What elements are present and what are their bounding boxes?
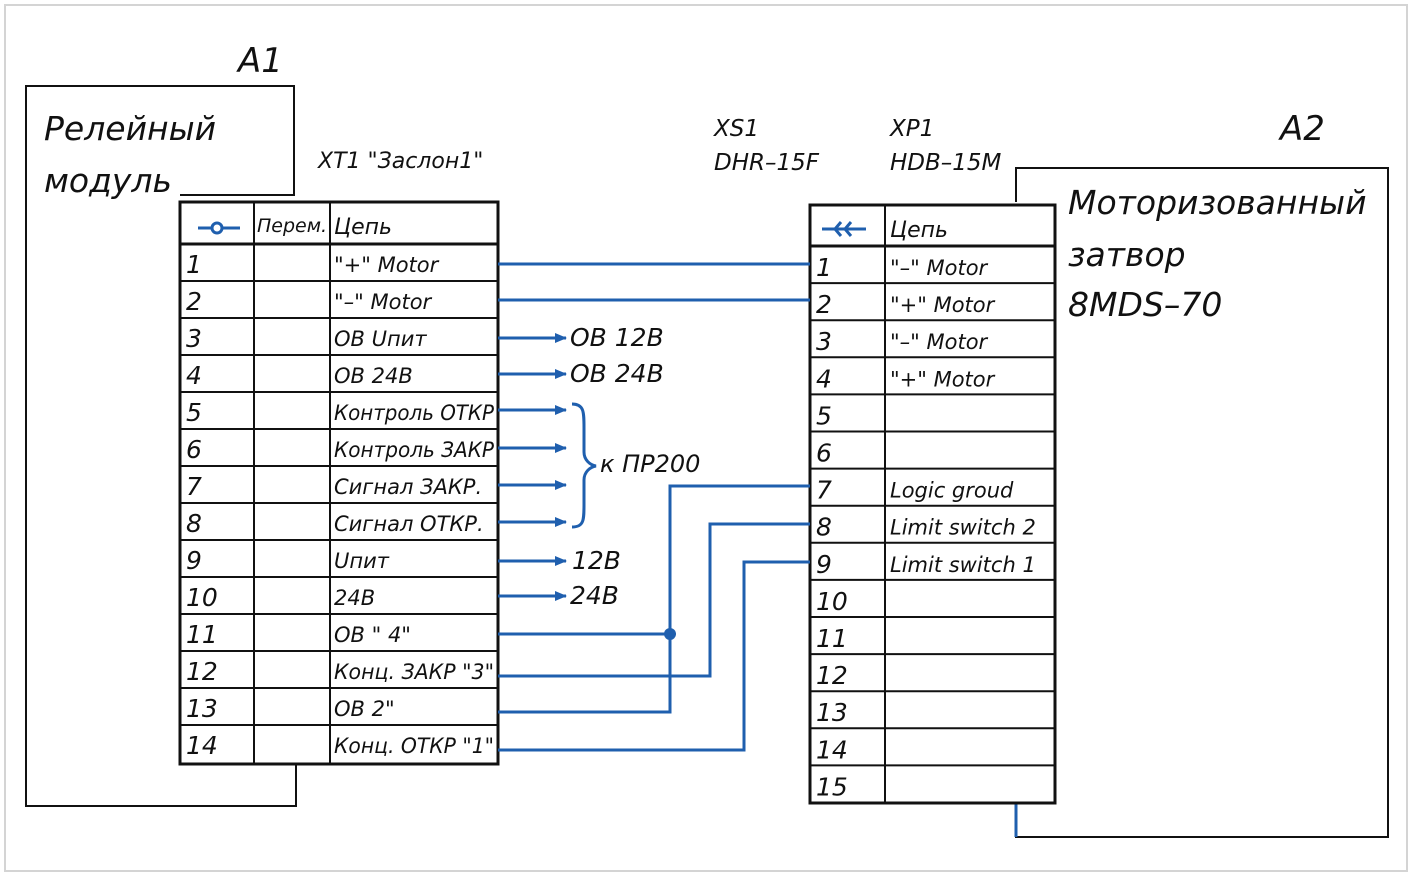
xt1-row-number: 10 — [186, 583, 218, 612]
xp1-row-number: 13 — [816, 698, 848, 727]
xp1-row-number: 5 — [816, 401, 832, 430]
xt1-row-chain: OB 24B — [334, 364, 413, 388]
xp1-row-chain: Limit switch 2 — [890, 516, 1036, 540]
xt1-row-number: 9 — [186, 546, 202, 575]
xt1-row-number: 14 — [186, 731, 218, 760]
module-a2-title-line3: 8MDS–70 — [1068, 285, 1222, 324]
module-a2-designator: A2 — [1278, 109, 1325, 149]
xp1-row-chain: Logic groud — [890, 479, 1014, 503]
module-a1-title-line2: модуль — [44, 161, 172, 200]
module-a2-title-line2: затвор — [1068, 235, 1186, 274]
module-a1-designator: A1 — [236, 41, 283, 81]
plug-connector-icon — [822, 221, 866, 237]
xp1-row-number: 3 — [816, 327, 832, 356]
module-a1-title-line1: Релейный — [44, 109, 216, 148]
xt1-row-number: 5 — [186, 398, 202, 427]
xp1-row-chain: Limit switch 1 — [890, 553, 1036, 577]
xt1-row-number: 8 — [186, 509, 202, 538]
xp1-row-number: 4 — [816, 364, 832, 393]
xp1-row-number: 2 — [816, 290, 832, 319]
wire-ob-logic-ground — [498, 484, 810, 636]
xt1-row-chain: OB " 4" — [334, 623, 411, 647]
sheet-frame — [4, 4, 1408, 872]
xp1-row-number: 9 — [816, 550, 832, 579]
xt1-row-number: 13 — [186, 694, 218, 723]
output-label-row9: 12B — [572, 546, 621, 575]
xt1-row-chain: Сигнал ЗАКР. — [334, 475, 482, 499]
output-label-row4: OB 24B — [570, 359, 664, 388]
module-a1: A1 Релейный модуль — [25, 41, 297, 807]
xt1-row-number: 12 — [186, 657, 218, 686]
xt1-row-chain: 24B — [334, 586, 375, 610]
xt1-row-chain: Конц. ЗАКР "3" — [334, 660, 494, 684]
xp1-row-number: 14 — [816, 735, 848, 764]
xt1-row-number: 4 — [186, 361, 202, 390]
xp1-outline — [808, 203, 1057, 805]
wire-limit-switch-1 — [498, 560, 810, 752]
xp1-row-number: 1 — [816, 253, 832, 282]
xt1-col-perem: Перем. — [257, 215, 327, 237]
xt1-label: XT1 "Заслон1" — [317, 149, 483, 174]
xt1-col-chain: Цепь — [334, 215, 392, 240]
output-label-group: к ПР200 — [600, 450, 700, 478]
xp1-row-number: 8 — [816, 513, 832, 542]
xt1-row-chain: Контроль ЗАКР — [334, 438, 494, 462]
xt1-row-chain: "–" Motor — [334, 290, 433, 314]
xp1-row-chain: "–" Motor — [890, 256, 989, 280]
xp1-row-number: 7 — [816, 476, 832, 505]
xt1-row-chain: OB Uпит — [334, 327, 427, 351]
xp1-row-chain: "+" Motor — [890, 293, 996, 317]
xt1-row-number: 6 — [186, 435, 202, 464]
xt1-row-chain: Uпит — [334, 549, 390, 573]
xp1-label: XP1 — [889, 116, 934, 142]
xp1-col-chain: Цепь — [890, 218, 948, 243]
xt1-row-chain: Контроль ОТКР — [334, 401, 494, 425]
xp1-row-chain: "–" Motor — [890, 330, 989, 354]
xp1-rows: 1 "–" Motor 2 "+" Motor 3 "–" Motor 4 "+" Motor… — [810, 253, 1055, 801]
terminal-block-xt1: Перем. Цепь 1 "+" Motor 2 "–" Motor 3 OB Uпит… — [178, 200, 500, 766]
terminal-icon — [198, 221, 240, 235]
xt1-row-number: 2 — [186, 287, 202, 316]
xt1-row-number: 3 — [186, 324, 202, 353]
wires — [498, 262, 810, 752]
connector-block-xp1: Цепь 1 "–" Motor 2 "+" Motor 3 "–" Motor 4 "+" … — [808, 203, 1057, 805]
xt1-row-number: 1 — [186, 250, 202, 279]
xt1-row-chain: Конц. ОТКР "1" — [334, 734, 494, 758]
output-label-row3: OB 12B — [570, 323, 664, 352]
wire-limit-switch-2 — [498, 522, 810, 678]
xt1-row-number: 7 — [186, 472, 202, 501]
xp1-row-chain: "+" Motor — [890, 367, 996, 391]
module-a2: A2 Моторизованный затвор 8MDS–70 — [1014, 109, 1389, 838]
xt1-row-chain: Сигнал ОТКР. — [334, 512, 484, 536]
module-a1-outline — [25, 85, 297, 807]
xp1-row-number: 6 — [816, 439, 832, 468]
xt1-row-chain: "+" Motor — [334, 253, 440, 277]
xt1-outline — [178, 200, 500, 766]
xt1-row-number: 11 — [186, 620, 218, 649]
output-label-row10: 24B — [570, 581, 619, 610]
module-a2-title-line1: Моторизованный — [1068, 183, 1367, 222]
xp1-type: HDB–15M — [890, 150, 1002, 176]
xp1-row-number: 15 — [816, 772, 848, 801]
group-brace — [571, 402, 597, 529]
wire-ob-row13 — [498, 634, 672, 714]
wire-junction-dot — [664, 628, 676, 640]
xp1-row-number: 11 — [816, 624, 848, 653]
xs1-label: XS1 — [713, 116, 759, 142]
xp1-row-number: 10 — [816, 587, 848, 616]
xt1-row-chain: OB 2" — [334, 697, 395, 721]
xp1-row-number: 12 — [816, 661, 848, 690]
xs1-type: DHR–15F — [714, 150, 820, 176]
